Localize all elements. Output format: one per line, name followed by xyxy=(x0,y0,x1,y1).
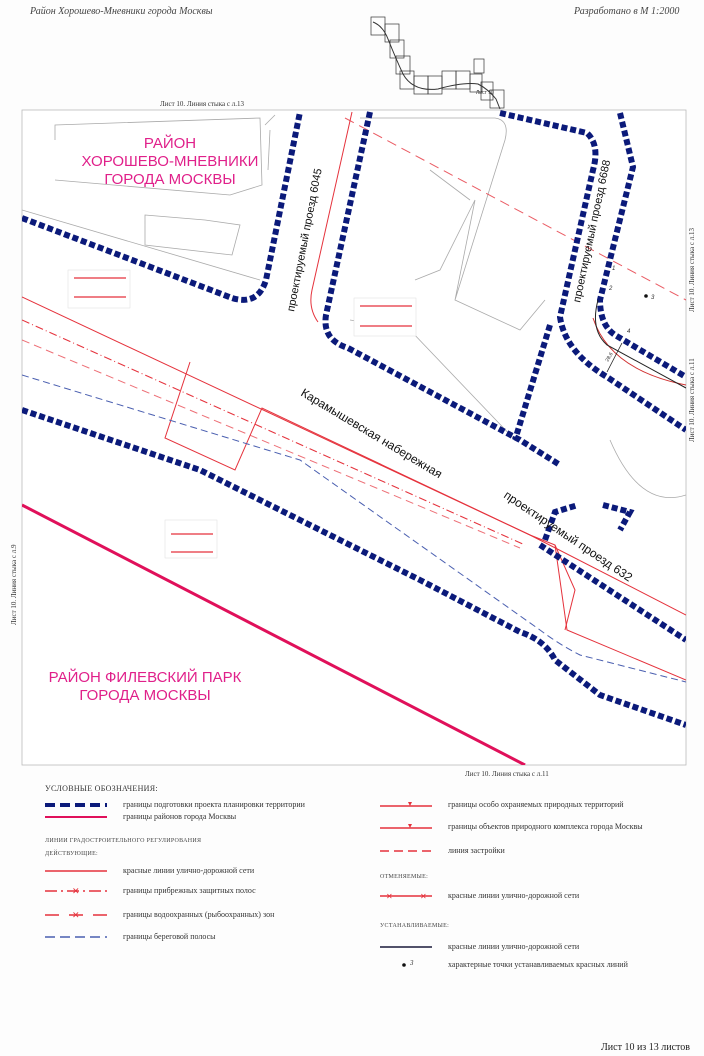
legend-label: границы особо охраняемых природных терри… xyxy=(448,800,624,809)
legend-label: линия застройки xyxy=(448,846,505,855)
header-scale: Разработано в М 1:2000 xyxy=(574,6,680,17)
district-south-line1: РАЙОН ФИЛЕВСКИЙ ПАРК xyxy=(49,668,242,686)
red-line-symbol xyxy=(45,869,107,872)
point-3 xyxy=(644,294,648,298)
legend-label: характерные точки устанавливаемых красны… xyxy=(448,960,628,969)
district-north-line3: ГОРОДА МОСКВЫ xyxy=(104,171,235,188)
natural-complex-symbol xyxy=(380,823,432,829)
legend-section-cancelled: ОТМЕНЯЕМЫЕ: xyxy=(380,874,429,880)
point-symbol-label: 3 xyxy=(410,959,414,967)
planning-boundary-symbol xyxy=(45,802,107,807)
svg-text:✕: ✕ xyxy=(72,887,80,895)
legend-section-active: ДЕЙСТВУЮЩИЕ: xyxy=(45,851,99,857)
legend-section-established: УСТАНАВЛИВАЕМЫЕ: xyxy=(380,923,450,929)
dimension-line xyxy=(606,342,623,373)
legend-label: красные линии улично-дорожной сети xyxy=(448,942,580,951)
district-south-line2: ГОРОДА МОСКВЫ xyxy=(79,687,210,704)
legend-item: 3 характерные точки устанавливаемых крас… xyxy=(380,959,628,969)
legend-item: красные линии улично-дорожной сети xyxy=(380,942,579,951)
header-district: Район Хорошево-Мневники города Москвы xyxy=(30,6,213,17)
svg-text:✕: ✕ xyxy=(420,892,427,900)
building-line-symbol xyxy=(380,849,432,852)
characteristic-point-symbol xyxy=(402,962,406,967)
legend-title: УСЛОВНЫЕ ОБОЗНАЧЕНИЯ: xyxy=(45,784,158,793)
legend-item: линия застройки xyxy=(380,846,505,855)
shoreline-symbol xyxy=(45,935,107,938)
svg-text:✕: ✕ xyxy=(72,911,80,919)
legend-label: границы районов города Москвы xyxy=(123,812,237,821)
legend-label: границы береговой полосы xyxy=(123,932,216,941)
legend-item: границы особо охраняемых природных терри… xyxy=(380,800,624,809)
point-label-1: 1 xyxy=(612,266,615,272)
map-canvas: 28,6 1 2 3 4 РАЙОН ХОРОШЕВО-МНЕВНИКИ ГОР… xyxy=(21,109,687,766)
established-red-line-symbol xyxy=(380,945,432,948)
legend-label: границы прибрежных защитных полос xyxy=(123,886,256,895)
coastal-strip-symbol: ✕ xyxy=(45,887,107,895)
red-lines xyxy=(22,111,686,681)
point-label-3: 3 xyxy=(651,295,655,301)
legend-item: границы объектов природного комплекса го… xyxy=(380,822,643,831)
legend-label: красные линии улично-дорожной сети xyxy=(448,891,580,900)
legend-item: ✕ границы водоохранных (рыбоохранных) зо… xyxy=(45,910,274,919)
shoreline xyxy=(22,374,686,683)
legend-label: красные линии улично-дорожной сети xyxy=(123,866,255,875)
point-label-2: 2 xyxy=(608,286,613,292)
protected-area-symbol xyxy=(380,801,432,807)
edge-top: Лист 10. Линия стыка с л.13 xyxy=(160,100,244,108)
edge-bottom: Лист 10. Линия стыка с л.11 xyxy=(465,770,549,778)
dimension-label: 28,6 xyxy=(605,351,615,363)
map-frame xyxy=(21,109,687,766)
legend-item: ✕ границы прибрежных защитных полос xyxy=(45,886,256,895)
point-label-4: 4 xyxy=(627,329,631,335)
legend-item: границы районов города Москвы xyxy=(45,812,236,821)
index-map-label: Лист 10 xyxy=(476,90,494,96)
svg-text:✕: ✕ xyxy=(386,892,393,900)
reference-symbols xyxy=(67,269,417,559)
legend-item: красные линии улично-дорожной сети xyxy=(45,866,254,875)
sheet-number: Лист 10 из 13 листов xyxy=(601,1042,690,1053)
legend-item: границы подготовки проекта планировки те… xyxy=(45,800,305,809)
index-map: Лист 10 xyxy=(370,16,505,110)
cancelled-red-line-symbol: ✕✕ xyxy=(380,892,432,900)
planning-boundaries xyxy=(22,110,686,728)
water-zone-symbol: ✕ xyxy=(45,911,107,919)
district-boundary-symbol xyxy=(45,815,107,818)
district-north-line1: РАЙОН xyxy=(144,134,196,152)
district-boundary xyxy=(22,503,526,765)
legend-item: границы береговой полосы xyxy=(45,932,216,941)
established-red-line xyxy=(595,299,686,389)
legend-label: границы водоохранных (рыбоохранных) зон xyxy=(123,910,275,919)
district-north-line2: ХОРОШЕВО-МНЕВНИКИ xyxy=(82,153,259,170)
legend-label: границы подготовки проекта планировки те… xyxy=(123,800,305,809)
legend-label: границы объектов природного комплекса го… xyxy=(448,822,643,831)
legend-item: ✕✕ красные линии улично-дорожной сети xyxy=(380,891,579,900)
legend-section-regulation: ЛИНИИ ГРАДОСТРОИТЕЛЬНОГО РЕГУЛИРОВАНИЯ xyxy=(45,838,202,844)
